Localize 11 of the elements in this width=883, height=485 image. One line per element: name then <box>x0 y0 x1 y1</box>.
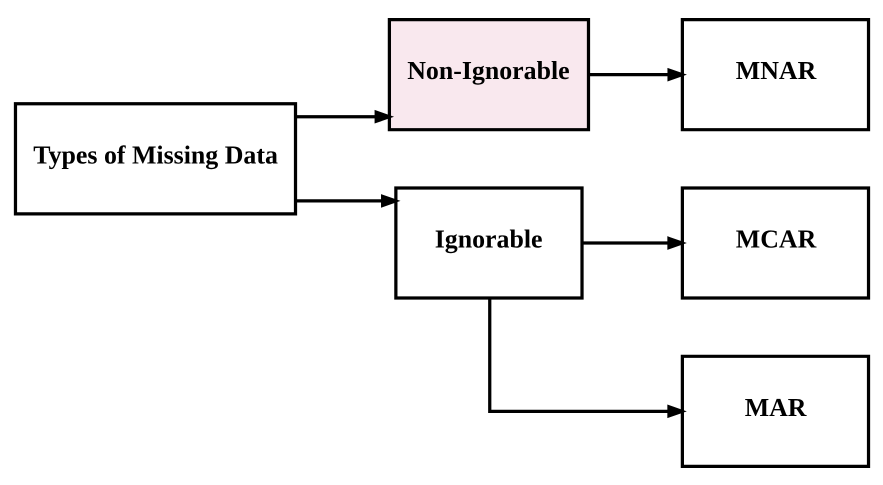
arrow <box>295 109 394 124</box>
arrow <box>582 236 686 250</box>
arrow <box>588 67 686 81</box>
node-box: Non-Ignorable <box>387 18 590 131</box>
node-box: MCAR <box>680 186 870 300</box>
node-box: MAR <box>680 354 870 468</box>
node-box: Ignorable <box>394 186 584 300</box>
arrow <box>295 194 400 208</box>
node-box: Types of Missing Data <box>13 102 297 215</box>
arrow <box>488 298 686 418</box>
node-box: MNAR <box>680 18 870 131</box>
